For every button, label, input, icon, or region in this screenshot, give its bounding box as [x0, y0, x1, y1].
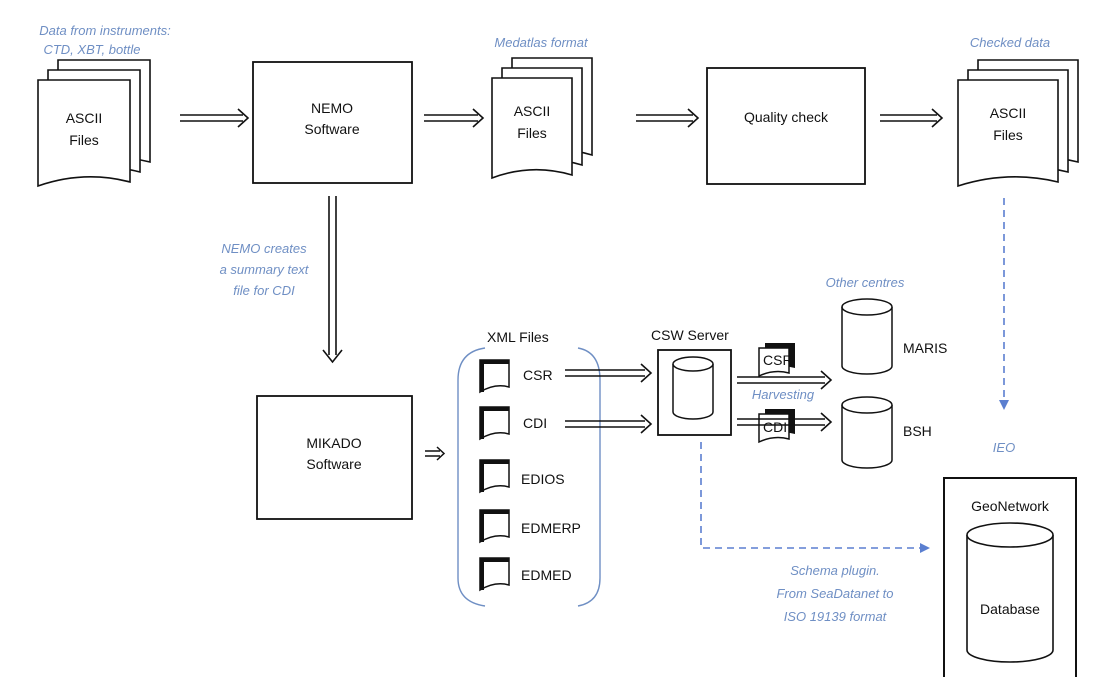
- svg-text:CSR: CSR: [523, 367, 553, 383]
- ascii-files-checked: ASCII Files: [957, 59, 1079, 188]
- svg-text:Data from instruments:: Data from instruments:: [39, 23, 171, 38]
- svg-text:EDMERP: EDMERP: [521, 520, 581, 536]
- svg-text:Files: Files: [517, 125, 547, 141]
- svg-text:NEMO creates: NEMO creates: [221, 241, 307, 256]
- csw-csr-document: CSR: [758, 343, 795, 378]
- csw-server-box: [657, 349, 732, 436]
- geonetwork-title: GeoNetwork: [971, 498, 1050, 514]
- quality-check-box: Quality check: [706, 67, 866, 185]
- svg-text:ASCII: ASCII: [990, 105, 1027, 121]
- arrow-csr-to-csw: [565, 363, 653, 383]
- svg-text:Software: Software: [304, 121, 359, 137]
- arrow-csw-to-maris: [737, 370, 833, 390]
- arrow-quality-to-ascii: [880, 108, 944, 128]
- svg-text:file for CDI: file for CDI: [233, 283, 295, 298]
- note-medatlas-format: Medatlas format: [494, 35, 589, 50]
- svg-text:EDIOS: EDIOS: [521, 471, 565, 487]
- svg-text:EDMED: EDMED: [521, 567, 572, 583]
- svg-text:ASCII: ASCII: [514, 103, 551, 119]
- csw-server-title: CSW Server: [651, 327, 729, 343]
- arrow-ascii-to-quality: [636, 108, 700, 128]
- svg-text:CDI: CDI: [763, 419, 787, 435]
- svg-text:Quality check: Quality check: [744, 109, 829, 125]
- svg-text:CDI: CDI: [523, 415, 547, 431]
- note-other-centres: Other centres: [826, 275, 905, 290]
- svg-text:Files: Files: [69, 132, 99, 148]
- svg-text:ASCII: ASCII: [66, 110, 103, 126]
- xml-file-csr: CSR: [479, 359, 553, 394]
- svg-text:NEMO: NEMO: [311, 100, 353, 116]
- note-schema-plugin: Schema plugin. From SeaDatanet to ISO 19…: [776, 563, 893, 624]
- svg-text:a summary text: a summary text: [220, 262, 310, 277]
- xml-bracket-left: [457, 347, 486, 607]
- note-instruments: Data from instruments: CTD, XBT, bottle: [39, 23, 171, 57]
- maris-database: MARIS: [841, 298, 947, 375]
- nemo-software-box: NEMO Software: [252, 61, 413, 184]
- xml-file-edmed: EDMED: [479, 557, 572, 592]
- arrow-nemo-to-ascii: [424, 108, 485, 128]
- arrow-csw-to-bsh: [737, 412, 833, 432]
- xml-files-title: XML Files: [487, 329, 549, 345]
- svg-text:Software: Software: [306, 456, 361, 472]
- xml-file-edios: EDIOS: [479, 459, 565, 494]
- dashed-arrow-csw-to-geonetwork: [700, 442, 930, 553]
- xml-file-cdi: CDI: [479, 406, 547, 441]
- svg-text:CSR: CSR: [763, 352, 793, 368]
- arrow-cdi-to-csw: [565, 414, 653, 434]
- svg-text:ISO 19139 format: ISO 19139 format: [784, 609, 888, 624]
- svg-text:MIKADO: MIKADO: [306, 435, 361, 451]
- bsh-database: BSH: [841, 396, 932, 469]
- arrow-ascii-to-nemo: [180, 108, 250, 128]
- note-checked-data: Checked data: [970, 35, 1050, 50]
- note-nemo-summary: NEMO creates a summary text file for CDI: [220, 241, 310, 298]
- geonetwork-database-label: Database: [980, 601, 1040, 617]
- svg-text:Schema plugin.: Schema plugin.: [790, 563, 880, 578]
- note-ieo: IEO: [993, 440, 1015, 455]
- xml-file-edmerp: EDMERP: [479, 509, 581, 544]
- svg-text:CTD, XBT, bottle: CTD, XBT, bottle: [43, 42, 140, 57]
- mikado-software-box: MIKADO Software: [256, 395, 413, 520]
- note-harvesting: Harvesting: [752, 387, 815, 402]
- svg-text:Files: Files: [993, 127, 1023, 143]
- arrow-mikado-to-xml: [425, 446, 446, 461]
- xml-bracket-right: [577, 347, 601, 607]
- geonetwork-box: GeoNetwork Database: [943, 477, 1077, 677]
- ascii-files-input: ASCII Files: [37, 59, 151, 188]
- svg-text:MARIS: MARIS: [903, 340, 947, 356]
- csw-cdi-document: CDI: [758, 409, 795, 444]
- arrow-nemo-to-mikado: [322, 196, 343, 364]
- svg-text:BSH: BSH: [903, 423, 932, 439]
- ascii-files-medatlas: ASCII Files: [491, 57, 593, 180]
- svg-text:From SeaDatanet to: From SeaDatanet to: [776, 586, 893, 601]
